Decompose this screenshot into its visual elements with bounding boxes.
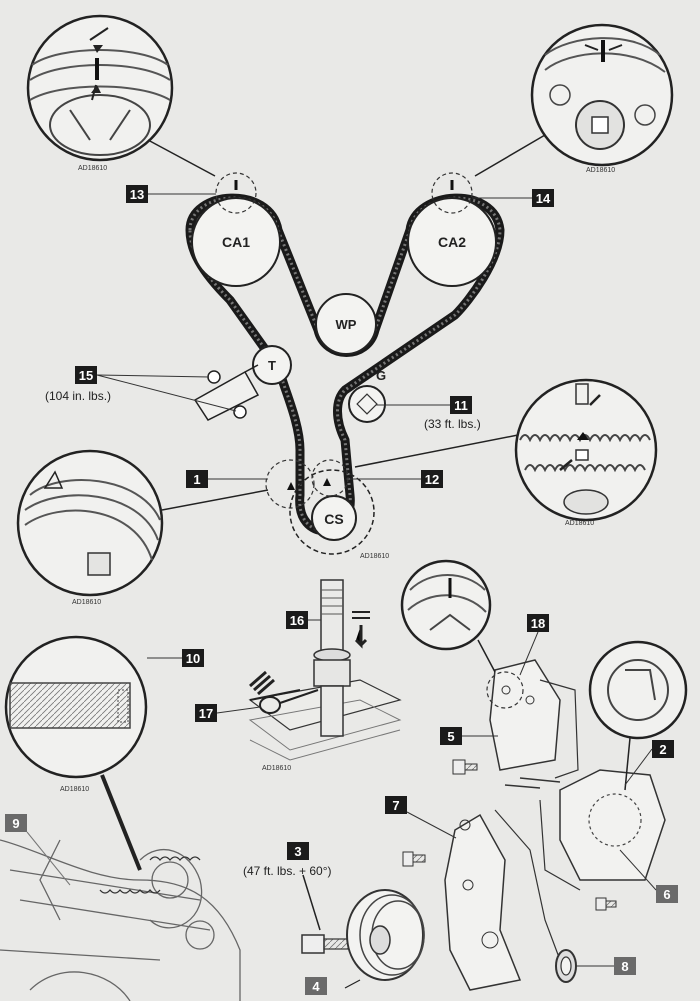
idler-pulley: G <box>348 368 386 423</box>
callout-8: 8 <box>576 957 636 975</box>
figure-code-main: AD18610 <box>360 553 389 560</box>
callout-10-label: 10 <box>186 651 200 666</box>
detail-camshaft-1-mark <box>26 14 216 177</box>
pulley-label-wp: WP <box>336 317 357 332</box>
callout-1-label: 1 <box>193 472 200 487</box>
callout-7-label: 7 <box>392 798 399 813</box>
detail-belt-direction <box>4 635 148 871</box>
callout-5-label: 5 <box>447 729 454 744</box>
timing-mark-circle-ca2 <box>431 172 473 214</box>
camshaft-pulley-2: CA2 <box>407 197 497 287</box>
figure-code-lower: AD18610 <box>60 786 89 793</box>
timing-mark-circle-ca1 <box>215 172 257 214</box>
torque-11: (33 ft. lbs.) <box>424 417 481 431</box>
callout-10: 10 <box>147 649 204 667</box>
callout-14-label: 14 <box>536 191 551 206</box>
timing-mark-circle-oil-pump <box>265 459 315 509</box>
pulley-label-t: T <box>268 358 276 373</box>
callout-6: 6 <box>619 849 678 903</box>
callout-5: 5 <box>440 727 498 745</box>
callout-4: 4 <box>305 977 327 995</box>
callout-14: 14 <box>472 189 554 207</box>
callout-2-label: 2 <box>659 742 666 757</box>
detail-camshaft-2-mark <box>474 23 674 177</box>
figure-code-top-right: AD18610 <box>586 167 615 174</box>
detail-oil-pump-mark <box>16 449 269 597</box>
pulley-label-ca1: CA1 <box>222 234 250 250</box>
pulley-label-g: G <box>376 368 386 383</box>
callout-12: 12 <box>346 470 443 488</box>
crankshaft-sprocket: CS <box>289 469 375 555</box>
callout-15: 15 (104 in. lbs.) <box>45 366 237 412</box>
callout-7: 7 <box>385 796 457 839</box>
timing-belt-layout: CA1 CA2 WP T G CS <box>185 172 505 555</box>
crank-bolt-and-pulley <box>301 874 425 989</box>
detail-crank-sprocket-mark <box>354 378 658 522</box>
callout-11-label: 11 <box>454 398 468 413</box>
callout-17-label: 17 <box>199 706 213 721</box>
pulley-label-ca2: CA2 <box>438 234 466 250</box>
engine-front-sketch <box>0 839 241 1001</box>
tensioner-assembly <box>193 364 260 421</box>
callout-2: 2 <box>624 740 674 786</box>
callout-17: 17 <box>195 704 261 722</box>
callout-16-label: 16 <box>290 613 304 628</box>
callout-8-label: 8 <box>621 959 628 974</box>
figure-code-top-left: AD18610 <box>78 165 107 172</box>
callout-13: 13 <box>126 185 216 203</box>
figure-code-mid-left: AD18610 <box>72 599 101 606</box>
callout-3: 3 (47 ft. lbs. + 60°) <box>243 842 332 878</box>
callout-15-label: 15 <box>79 368 93 383</box>
callout-9-label: 9 <box>12 816 19 831</box>
callout-3-label: 3 <box>294 844 301 859</box>
camshaft-pulley-1: CA1 <box>191 197 281 287</box>
pulley-label-cs: CS <box>324 511 343 527</box>
tensioner-pulley: T <box>252 345 292 385</box>
callout-12-label: 12 <box>425 472 439 487</box>
callout-9: 9 <box>5 814 71 886</box>
figure-code-tool: AD18610 <box>262 765 291 772</box>
tensioner-pin-tool-detail <box>248 579 402 761</box>
torque-3: (47 ft. lbs. + 60°) <box>243 864 332 878</box>
torque-15: (104 in. lbs.) <box>45 389 111 403</box>
callout-16: 16 <box>286 611 321 629</box>
callout-18-label: 18 <box>531 616 545 631</box>
timing-cover-parts <box>400 559 688 991</box>
callout-4-label: 4 <box>312 979 320 994</box>
timing-mark-circle-crank <box>311 459 349 497</box>
figure-code-mid-right: AD18610 <box>565 520 594 527</box>
water-pump-pulley: WP <box>315 293 377 355</box>
callout-18: 18 <box>519 614 549 676</box>
callout-11: 11 (33 ft. lbs.) <box>376 396 481 431</box>
callout-6-label: 6 <box>663 887 670 902</box>
callout-13-label: 13 <box>130 187 144 202</box>
callout-1: 1 <box>186 470 268 488</box>
